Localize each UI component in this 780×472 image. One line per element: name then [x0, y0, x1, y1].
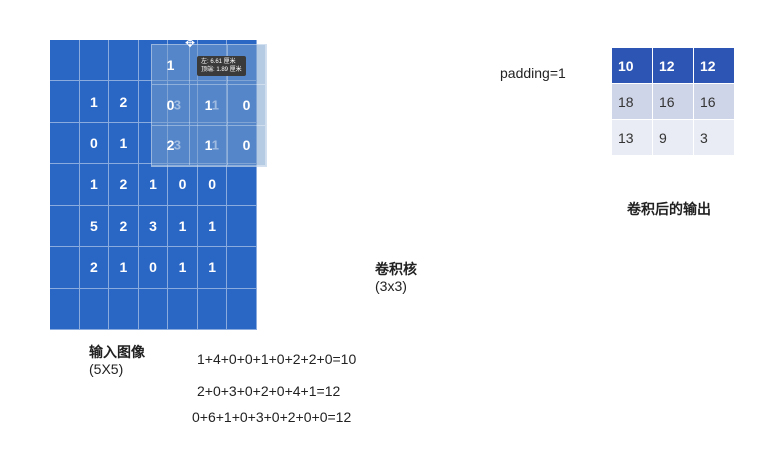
- output-cell: 12: [652, 47, 694, 84]
- input-cell: 1: [168, 247, 198, 289]
- output-cell: 12: [693, 47, 735, 84]
- kernel-cell: 0: [228, 85, 266, 126]
- input-cell: 3: [138, 205, 169, 248]
- input-size: (5X5): [89, 361, 124, 377]
- input-cell: [50, 81, 80, 123]
- input-cell: [227, 247, 257, 289]
- kernel-cell-ghost: 3: [173, 97, 181, 113]
- kernel-size: (3x3): [375, 278, 407, 294]
- input-cell: 2: [109, 205, 139, 248]
- output-matrix: 10 12 12 18 16 16 13 9 3: [611, 47, 735, 156]
- kernel-cell-value: 0: [242, 96, 251, 113]
- input-cell: 1: [168, 205, 198, 248]
- input-cell: [50, 205, 80, 248]
- input-cell: 1: [79, 164, 110, 206]
- input-cell: 2: [79, 247, 110, 289]
- input-cell: [79, 40, 110, 82]
- output-row: 10 12 12: [611, 47, 735, 84]
- output-row: 13 9 3: [611, 119, 735, 156]
- equation-2: 2+0+3+0+2+0+4+1=12: [197, 383, 341, 399]
- move-crosshair-icon[interactable]: ✥: [184, 36, 196, 50]
- input-cell: [50, 288, 80, 330]
- input-cell: 0: [197, 164, 228, 206]
- input-cell: [109, 288, 139, 330]
- input-cell: [50, 247, 80, 289]
- tooltip-top-value: 顶端: 1.89 厘米: [201, 67, 242, 73]
- kernel-cell-ghost: 1: [211, 137, 219, 153]
- kernel-cell-value: 0: [166, 96, 175, 113]
- output-cell: 16: [652, 83, 694, 120]
- position-tooltip: 左: 6.61 厘米 顶端: 1.89 厘米: [197, 56, 246, 76]
- output-cell: 18: [611, 83, 653, 120]
- input-cell: 5: [79, 205, 110, 248]
- kernel-cell-ghost: 3: [173, 137, 181, 153]
- input-cell: 0: [79, 122, 110, 165]
- output-cell: 10: [611, 47, 653, 84]
- input-cell: [109, 40, 139, 82]
- equation-3: 0+6+1+0+3+0+2+0+0=12: [192, 409, 352, 425]
- input-cell: 2: [109, 81, 139, 123]
- equation-1: 1+4+0+0+1+0+2+2+0=10: [197, 351, 357, 367]
- input-cell: [50, 40, 80, 82]
- output-cell: 9: [652, 119, 694, 156]
- output-title: 卷积后的输出: [627, 201, 711, 217]
- input-cell: 2: [109, 164, 139, 206]
- output-cell: 3: [693, 119, 735, 156]
- kernel-cell-value: 1: [166, 56, 175, 73]
- kernel-title: 卷积核: [375, 261, 417, 277]
- input-cell: [168, 288, 198, 330]
- input-cell: [227, 164, 257, 206]
- input-cell: 1: [109, 122, 139, 165]
- kernel-cell: 0: [228, 125, 266, 166]
- kernel-cell-ghost: 1: [211, 97, 219, 113]
- input-cell: [138, 288, 169, 330]
- input-cell: [50, 164, 80, 206]
- kernel-cell-value: 0: [242, 137, 251, 154]
- input-cell: 1: [109, 247, 139, 289]
- input-cell: 0: [138, 247, 169, 289]
- kernel-cell: 1: [152, 45, 190, 86]
- input-cell: 1: [197, 247, 228, 289]
- output-cell: 13: [611, 119, 653, 156]
- input-cell: 0: [168, 164, 198, 206]
- kernel-cell-value: 1: [204, 137, 213, 154]
- kernel-cell: [228, 45, 266, 86]
- padding-label: padding=1: [500, 65, 566, 81]
- input-cell: [50, 122, 80, 165]
- output-cell: 16: [693, 83, 735, 120]
- input-cell: 1: [79, 81, 110, 123]
- input-cell: 1: [197, 205, 228, 248]
- input-cell: [227, 288, 257, 330]
- output-row: 18 16 16: [611, 83, 735, 120]
- input-title: 输入图像: [89, 344, 145, 360]
- input-cell: [197, 288, 228, 330]
- kernel-cell-value: 2: [166, 137, 175, 154]
- input-cell: 1: [138, 164, 169, 206]
- input-cell: [79, 288, 110, 330]
- kernel-cell-value: 1: [204, 96, 213, 113]
- tooltip-left-value: 左: 6.61 厘米: [201, 59, 236, 65]
- input-cell: [227, 205, 257, 248]
